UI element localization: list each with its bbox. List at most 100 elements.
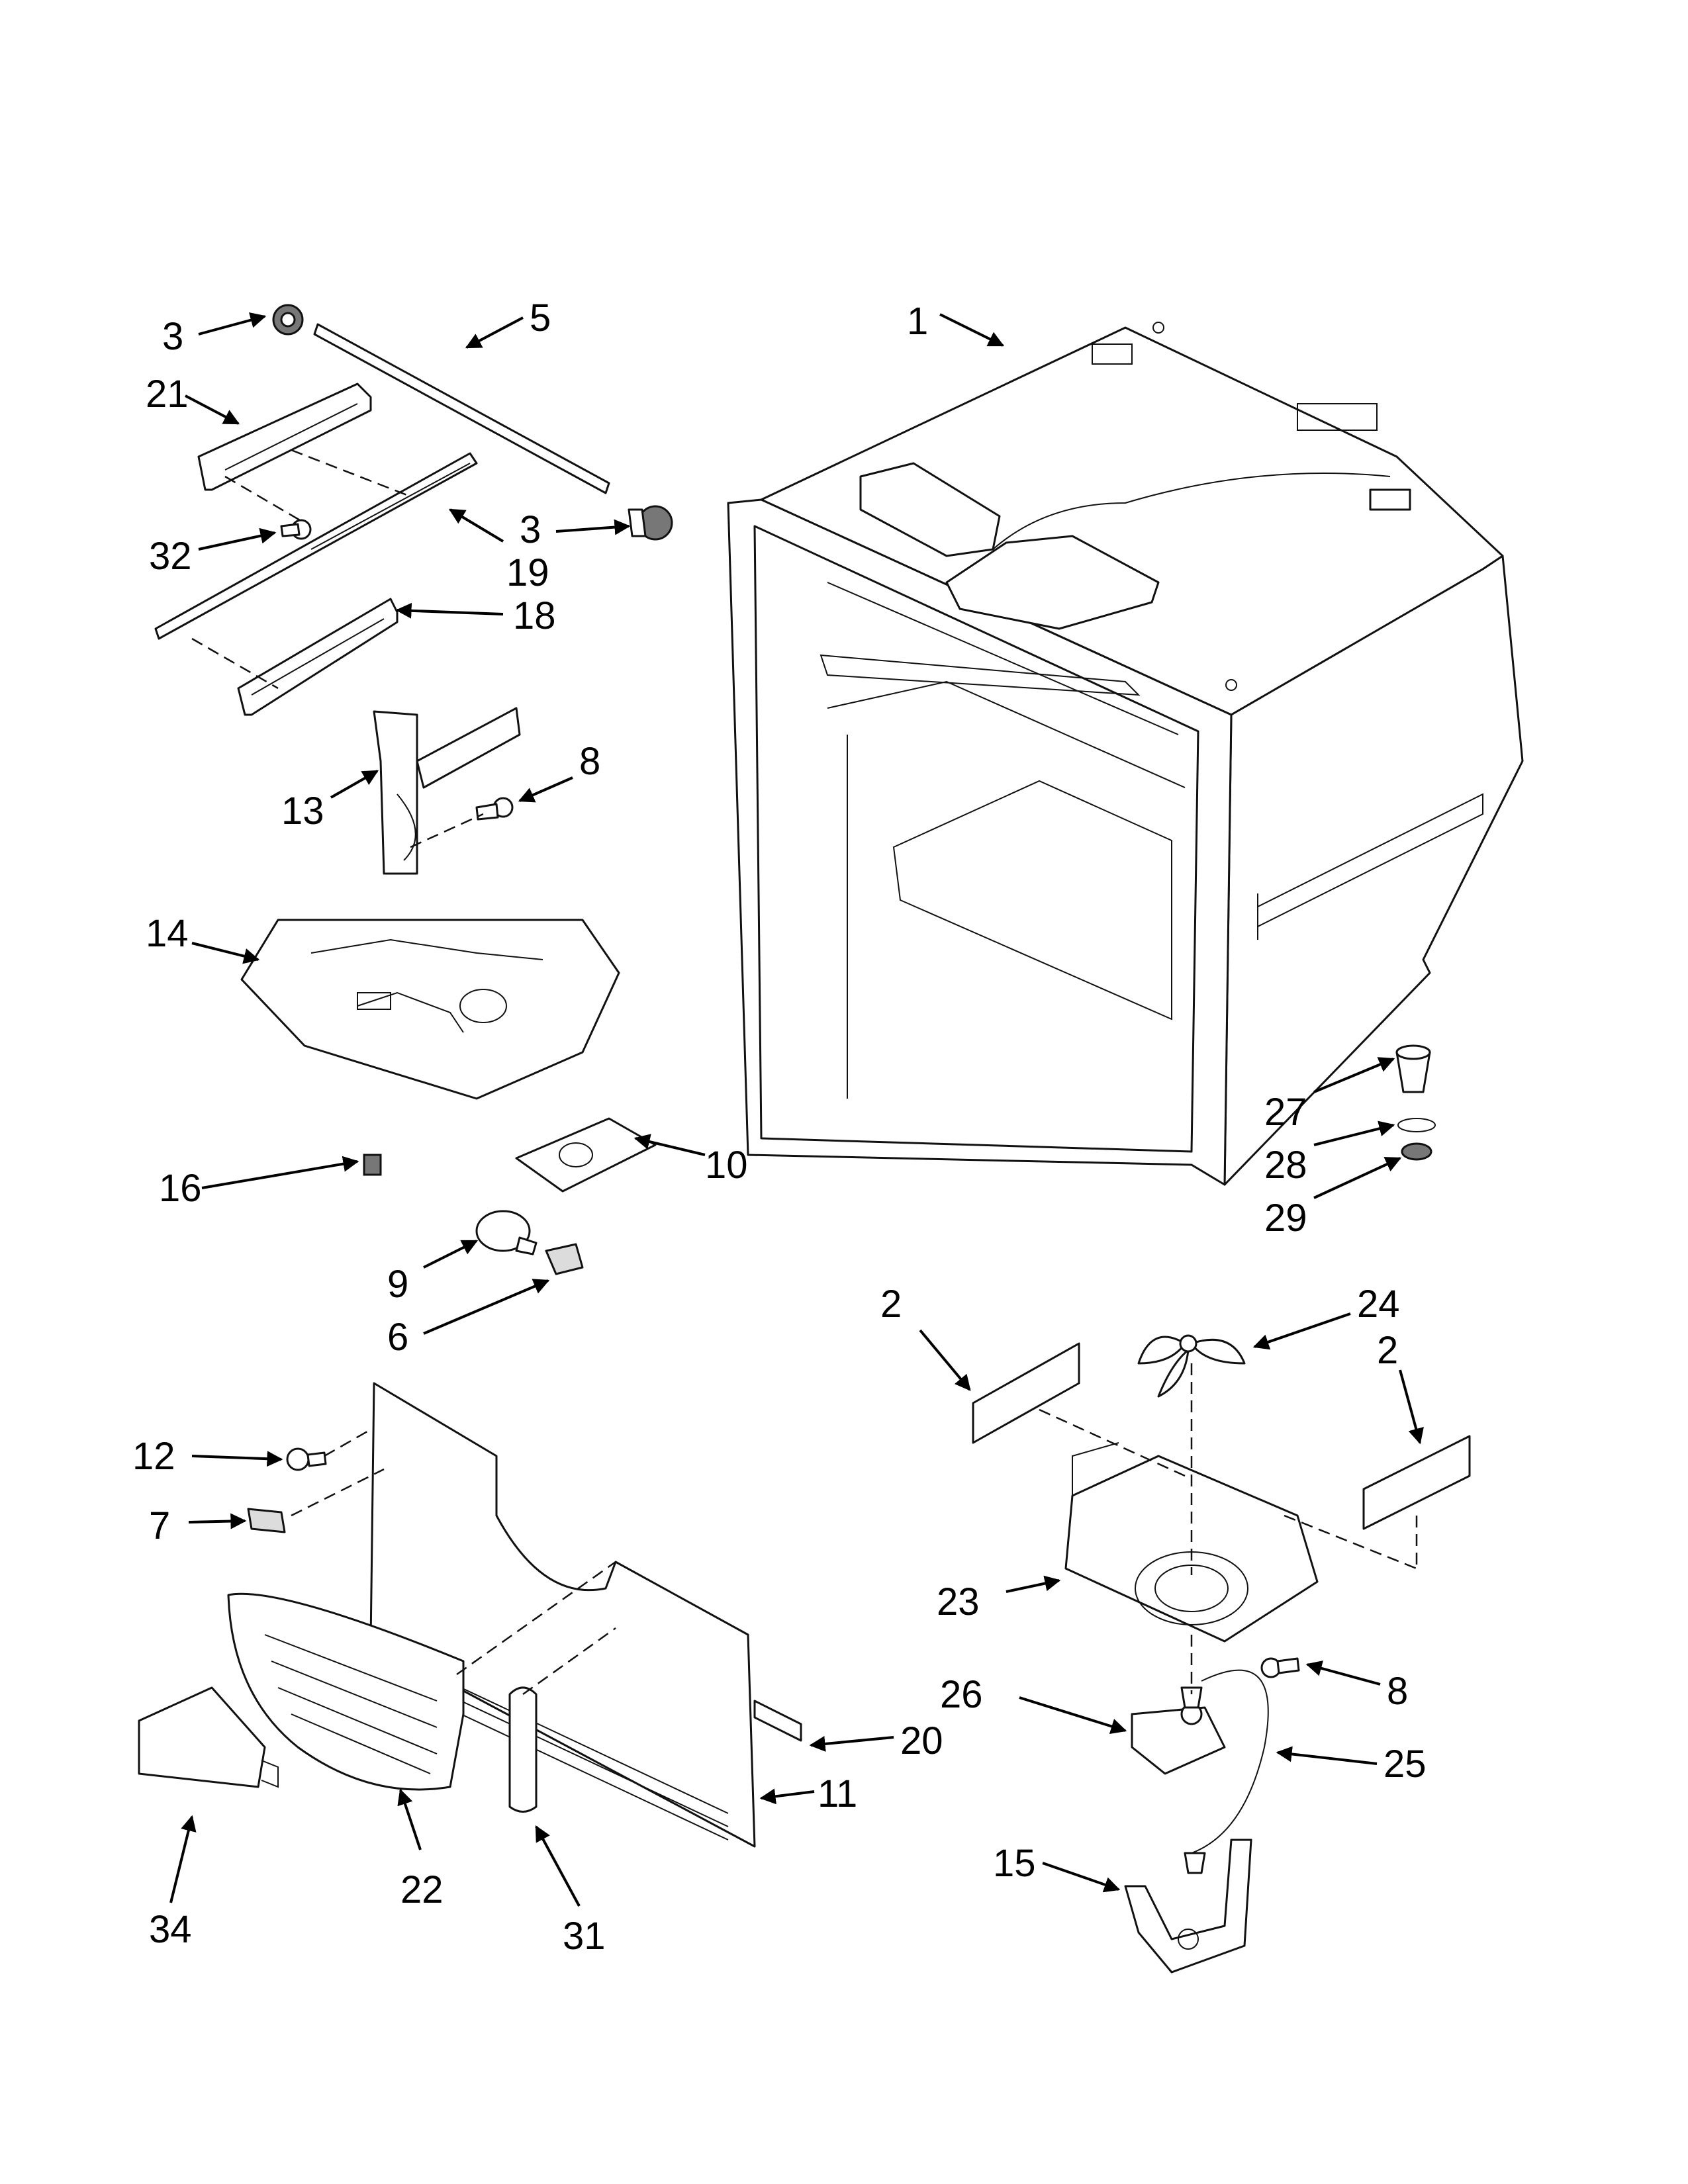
bracket-13-part xyxy=(373,707,521,875)
switch-16-part xyxy=(363,1154,382,1176)
screw-8-upper-part xyxy=(475,797,514,821)
leader-14 xyxy=(191,942,260,964)
callout-25: 25 xyxy=(1383,1743,1427,1786)
callout-9: 9 xyxy=(387,1263,408,1306)
leader-11 xyxy=(759,1788,815,1805)
slide-rail-part xyxy=(154,452,478,640)
fan-blade-24-part xyxy=(1137,1334,1246,1398)
leader-2a xyxy=(919,1329,971,1391)
leader-15 xyxy=(1042,1862,1121,1893)
callout-2b: 2 xyxy=(1377,1329,1398,1372)
callout-22: 22 xyxy=(400,1868,444,1911)
wire-harness-25-part xyxy=(1191,1669,1269,1854)
leader-29 xyxy=(1313,1157,1402,1199)
leader-18 xyxy=(395,602,504,619)
callout-28: 28 xyxy=(1264,1144,1307,1187)
callout-11: 11 xyxy=(818,1772,857,1815)
gear-upper-left-part xyxy=(272,304,304,336)
leader-1 xyxy=(939,313,1005,347)
leader-7 xyxy=(188,1513,247,1529)
leader-20 xyxy=(809,1735,894,1752)
leader-6 xyxy=(423,1279,550,1335)
leader-9 xyxy=(423,1240,479,1269)
leader-3b xyxy=(555,519,631,535)
leader-3a xyxy=(198,312,267,336)
dashed-line-fan-3 xyxy=(1284,1514,1417,1570)
leader-5 xyxy=(465,316,524,349)
dashed-line-panel-1 xyxy=(324,1428,371,1457)
leader-25 xyxy=(1276,1746,1378,1765)
callout-15: 15 xyxy=(993,1842,1036,1885)
callout-8a: 8 xyxy=(579,740,600,783)
leader-23 xyxy=(1006,1575,1061,1593)
crisper-cover-14-part xyxy=(240,919,620,1100)
screw-12-part xyxy=(286,1447,327,1471)
callout-29: 29 xyxy=(1264,1197,1307,1240)
bracket-15-part xyxy=(1124,1839,1252,1974)
callout-2a: 2 xyxy=(880,1283,902,1326)
screw-32-part xyxy=(280,519,312,540)
callout-19: 19 xyxy=(506,551,549,594)
dashed-line-panel-4 xyxy=(522,1627,616,1696)
grille-22-part xyxy=(227,1592,465,1791)
dashed-line-rail-1 xyxy=(224,475,305,524)
callout-21: 21 xyxy=(146,373,189,416)
leader-28 xyxy=(1313,1120,1395,1146)
gasket-10-part xyxy=(515,1117,657,1193)
callout-18: 18 xyxy=(513,594,556,637)
callout-13: 13 xyxy=(281,790,324,833)
bulb-9-part xyxy=(475,1210,538,1255)
callout-20: 20 xyxy=(900,1719,943,1762)
leader-13 xyxy=(330,770,379,799)
dashed-line-panel-3 xyxy=(456,1561,616,1676)
callout-5: 5 xyxy=(530,296,551,340)
screw-8-lower-part xyxy=(1260,1657,1300,1678)
freezer-liner-part xyxy=(727,322,1524,1186)
callout-6: 6 xyxy=(387,1316,408,1359)
dashed-line-panel-2 xyxy=(291,1468,385,1517)
thermistor-31-part xyxy=(508,1686,538,1813)
callout-26: 26 xyxy=(940,1673,983,1716)
slide-bracket-upper-part xyxy=(197,383,372,491)
leader-10 xyxy=(633,1134,706,1156)
callout-8b: 8 xyxy=(1387,1670,1408,1713)
leader-24 xyxy=(1252,1312,1351,1350)
slide-bracket-lower-part xyxy=(237,598,399,716)
callout-16: 16 xyxy=(159,1167,202,1210)
leader-26 xyxy=(1019,1696,1127,1735)
callout-1: 1 xyxy=(907,300,928,343)
callout-3a: 3 xyxy=(162,315,183,358)
dashed-line-rail-3 xyxy=(191,637,279,690)
grommet-29-part xyxy=(1401,1142,1432,1161)
dashed-line-rail-2 xyxy=(291,449,411,498)
callout-34: 34 xyxy=(149,1908,192,1951)
callout-12: 12 xyxy=(132,1435,175,1478)
callout-32: 32 xyxy=(149,535,192,578)
leader-32 xyxy=(198,527,277,551)
leader-21 xyxy=(185,394,240,425)
leader-19 xyxy=(448,508,504,543)
ring-28-part xyxy=(1397,1118,1436,1132)
leader-34 xyxy=(169,1815,197,1903)
seal-20-part xyxy=(753,1700,802,1742)
leader-12 xyxy=(191,1451,283,1467)
dashed-line-13 xyxy=(410,813,484,848)
leader-8b xyxy=(1305,1661,1381,1686)
dashed-line-fan-1 xyxy=(1039,1408,1186,1477)
callout-14: 14 xyxy=(146,912,189,955)
fan-motor-26-part xyxy=(1131,1686,1226,1775)
gear-upper-right-part xyxy=(628,505,673,541)
sensor-7-part xyxy=(247,1508,286,1533)
leader-2b xyxy=(1399,1369,1424,1445)
insulation-2-right-part xyxy=(1362,1435,1471,1530)
leader-22 xyxy=(397,1788,422,1850)
leader-16 xyxy=(201,1156,359,1189)
insulation-2-left-part xyxy=(972,1342,1080,1444)
leader-8a xyxy=(518,776,573,803)
callout-7: 7 xyxy=(149,1504,170,1547)
callout-24: 24 xyxy=(1357,1283,1400,1326)
callout-31: 31 xyxy=(563,1915,606,1958)
callout-23: 23 xyxy=(937,1580,980,1623)
leader-31 xyxy=(535,1825,581,1907)
